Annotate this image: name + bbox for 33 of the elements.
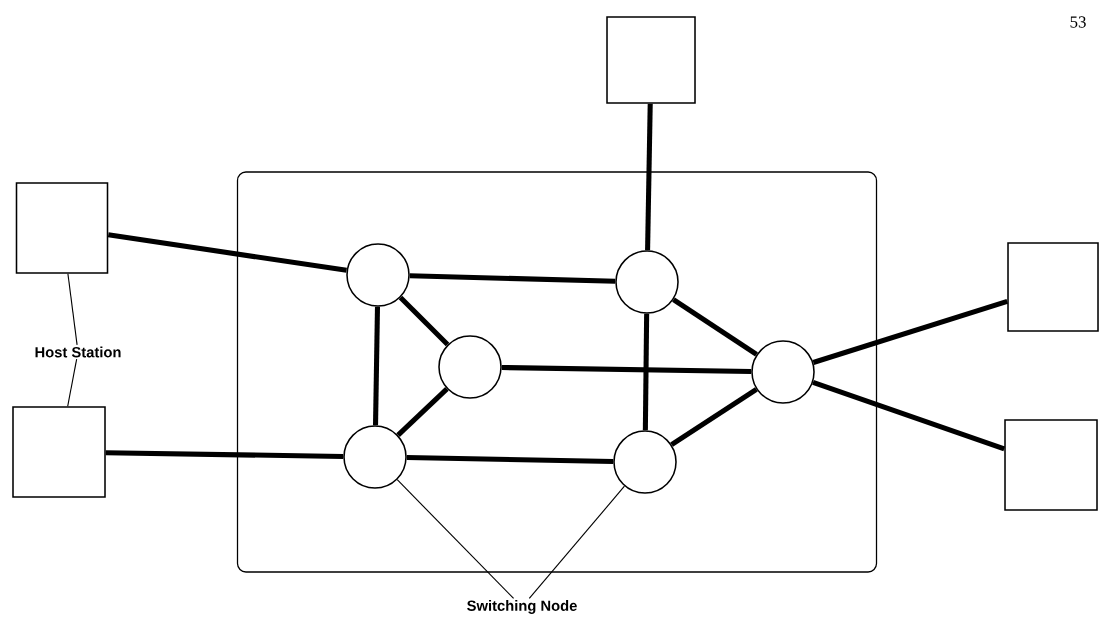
host-station-box (1007, 242, 1099, 332)
connection-line (501, 365, 752, 375)
switching-node-circle (751, 340, 815, 404)
connection-line (642, 313, 650, 431)
host-station-box (1004, 419, 1098, 511)
connection-line (672, 297, 758, 357)
connection-line (812, 299, 1008, 365)
network-boundary (236, 171, 878, 573)
callout-label: Host Station (35, 346, 121, 358)
switching-node-circle (615, 250, 679, 314)
connection-line (670, 387, 758, 447)
switching-node-circle (346, 243, 410, 307)
connection-line (107, 232, 347, 273)
leader-line (67, 273, 78, 346)
page-number: 53 (1070, 16, 1086, 28)
switching-node-circle (613, 430, 677, 494)
connection-line (645, 103, 653, 251)
connection-line (373, 306, 380, 426)
switching-node-circle (343, 425, 407, 489)
callout-label: Switching Node (467, 600, 577, 614)
connection-line (396, 387, 449, 437)
connection-line (105, 450, 344, 460)
host-station-box (15, 182, 109, 274)
switching-node-circle (438, 335, 502, 399)
host-station-box (12, 406, 106, 498)
leader-line (67, 358, 78, 407)
connection-line (409, 273, 616, 284)
connection-line (812, 380, 1006, 452)
connection-line (398, 295, 450, 347)
leader-line (528, 485, 625, 599)
host-station-box (606, 16, 696, 104)
connection-line (406, 455, 614, 464)
leader-line (396, 479, 515, 599)
